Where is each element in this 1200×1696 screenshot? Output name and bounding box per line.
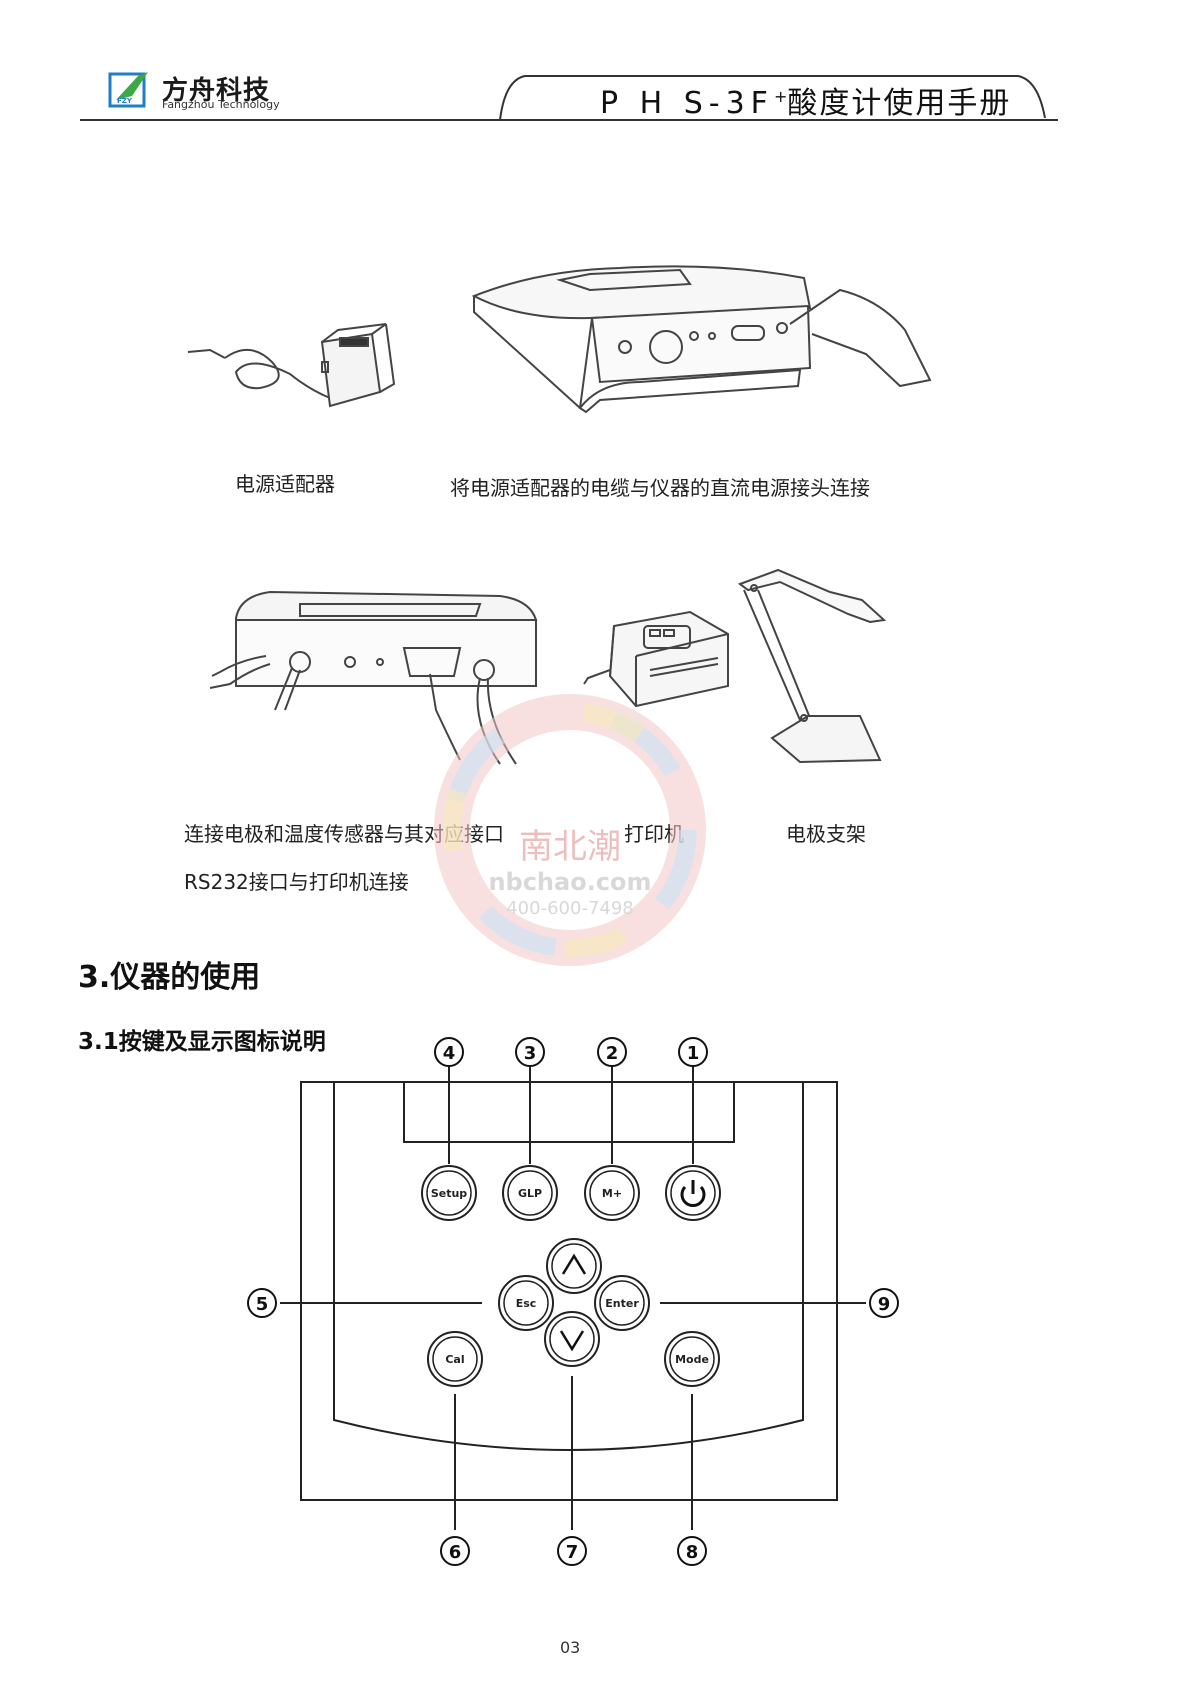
caption-connect-power: 将电源适配器的电缆与仪器的直流电源接头连接 [450,476,870,500]
chevron-down-icon [559,1330,585,1352]
esc-key-label: Esc [516,1297,537,1310]
manual-title: P H S-3F+酸度计使用手册 [600,86,1012,121]
company-logo: FZY [108,70,154,110]
caption-electrode-stand: 电极支架 [786,822,866,846]
svg-text:2: 2 [606,1043,619,1064]
callout-7: 7 [557,1536,587,1566]
m-plus-key[interactable]: M+ [584,1165,640,1221]
instrument-connectors-illustration [209,590,538,765]
esc-key[interactable]: Esc [498,1275,554,1331]
company-name: 方舟科技 [162,76,271,106]
power-illustrations [187,265,932,414]
enter-key-label: Enter [605,1297,639,1310]
header-frame [80,75,1058,121]
glp-key[interactable]: GLP [502,1165,558,1221]
instrument-rear-illustration [471,265,932,414]
power-adapter-illustration [187,323,396,408]
svg-text:3: 3 [524,1043,537,1064]
electrode-stand-illustration [737,568,887,764]
power-key[interactable] [665,1165,721,1221]
enter-key[interactable]: Enter [594,1275,650,1331]
svg-text:8: 8 [686,1542,699,1563]
glp-key-label: GLP [518,1187,542,1200]
cal-key-label: Cal [445,1353,464,1366]
callout-6: 6 [440,1536,470,1566]
callout-8: 8 [677,1536,707,1566]
svg-text:5: 5 [256,1294,269,1315]
caption-adapter: 电源适配器 [235,472,335,496]
setup-key[interactable]: Setup [421,1165,477,1221]
up-arrow-key[interactable] [546,1238,602,1294]
callout-2: 2 [597,1037,627,1067]
svg-text:6: 6 [449,1542,462,1563]
callout-1: 1 [678,1037,708,1067]
section-heading: 3.仪器的使用 [78,960,261,995]
chevron-up-icon [561,1253,587,1275]
callout-3: 3 [515,1037,545,1067]
mode-key[interactable]: Mode [664,1331,720,1387]
callout-5: 5 [247,1288,277,1318]
mode-key-label: Mode [675,1353,709,1366]
section-subheading: 3.1按键及显示图标说明 [78,1029,326,1055]
logo-text: FZY [117,97,133,105]
svg-text:7: 7 [566,1542,579,1563]
callout-4: 4 [434,1037,464,1067]
page-number: 03 [560,1638,581,1657]
caption-connect-printer: RS232接口与打印机连接 [184,870,409,894]
cal-key[interactable]: Cal [427,1331,483,1387]
connection-illustrations [209,568,887,765]
down-arrow-key[interactable] [544,1311,600,1367]
power-icon [680,1180,706,1207]
callout-9: 9 [869,1288,899,1318]
svg-text:1: 1 [687,1043,700,1064]
svg-text:9: 9 [878,1294,891,1315]
svg-text:4: 4 [443,1043,456,1064]
m-plus-key-label: M+ [602,1187,622,1200]
company-name-en: Fangzhou Technology [162,98,280,111]
setup-key-label: Setup [431,1187,467,1200]
